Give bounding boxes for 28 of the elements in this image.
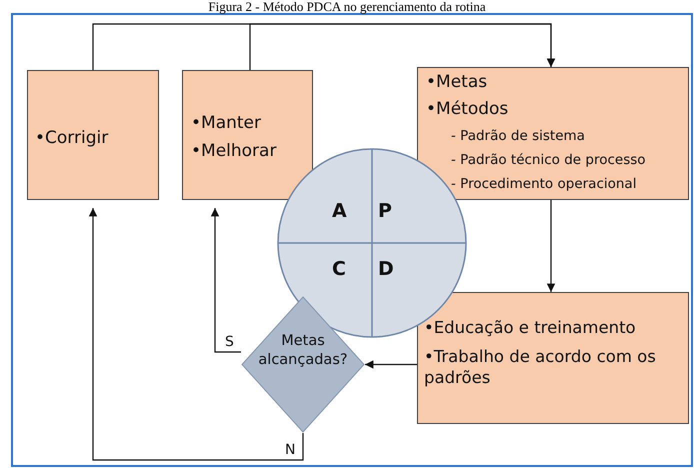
- figure-title: Figura 2 - Método PDCA no gerenciamento da rotina: [207, 0, 487, 15]
- quadrant-letter: D: [378, 258, 394, 280]
- process-box: [417, 67, 689, 200]
- quadrant-letter: A: [332, 200, 347, 222]
- quadrant-letter: P: [378, 200, 392, 222]
- arrow: [546, 200, 556, 292]
- box-text: •Metas: [426, 72, 488, 92]
- box-text: •Métodos: [426, 99, 508, 119]
- arrow: [88, 208, 304, 461]
- edge-label: N: [285, 442, 296, 458]
- box-text: •Trabalho de acordo com os padrões: [424, 346, 657, 389]
- box-text: •Manter: [191, 113, 262, 133]
- arrow: [365, 360, 417, 369]
- arrow: [210, 208, 241, 353]
- box-text: •Corrigir: [35, 128, 108, 148]
- process-box: [417, 292, 689, 424]
- box-text: •Educação e treinamento: [424, 318, 636, 337]
- box-text: •Melhorar: [191, 141, 276, 161]
- process-box: [182, 70, 313, 200]
- box-text: - Padrão de sistema: [451, 128, 585, 144]
- edge-label: S: [225, 334, 234, 350]
- box-text: - Padrão técnico de processo: [451, 152, 646, 168]
- process-box: [27, 70, 159, 200]
- decision-label: Metas alcançadas?: [257, 332, 349, 370]
- decision-diamond: [241, 296, 365, 433]
- box-text: - Procedimento operacional: [451, 176, 636, 192]
- quadrant-letter: C: [332, 258, 346, 280]
- arrow: [249, 23, 556, 70]
